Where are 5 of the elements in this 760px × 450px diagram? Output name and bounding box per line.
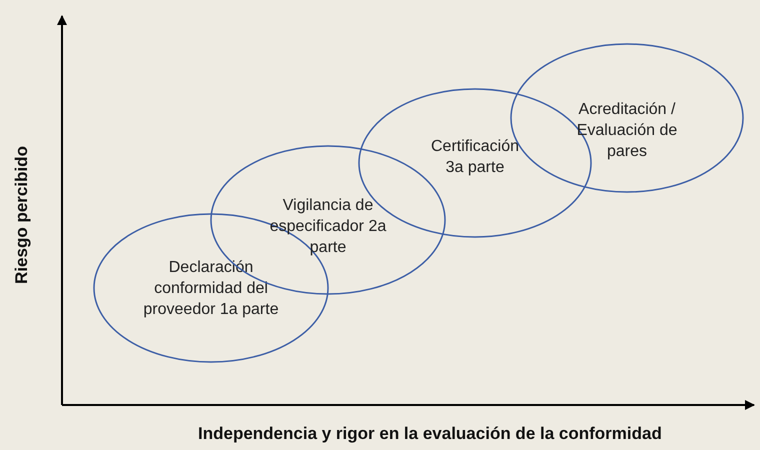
node-label: Certificación 3a parte <box>430 137 520 178</box>
x-axis-title: Independencia y rigor en la evaluación de la conformidad <box>198 424 662 444</box>
node-label: Vigilancia de especificador 2a parte <box>268 196 388 258</box>
node-label: Acreditación / Evaluación de pares <box>576 100 678 162</box>
y-axis-title: Riesgo percibido <box>12 146 32 284</box>
